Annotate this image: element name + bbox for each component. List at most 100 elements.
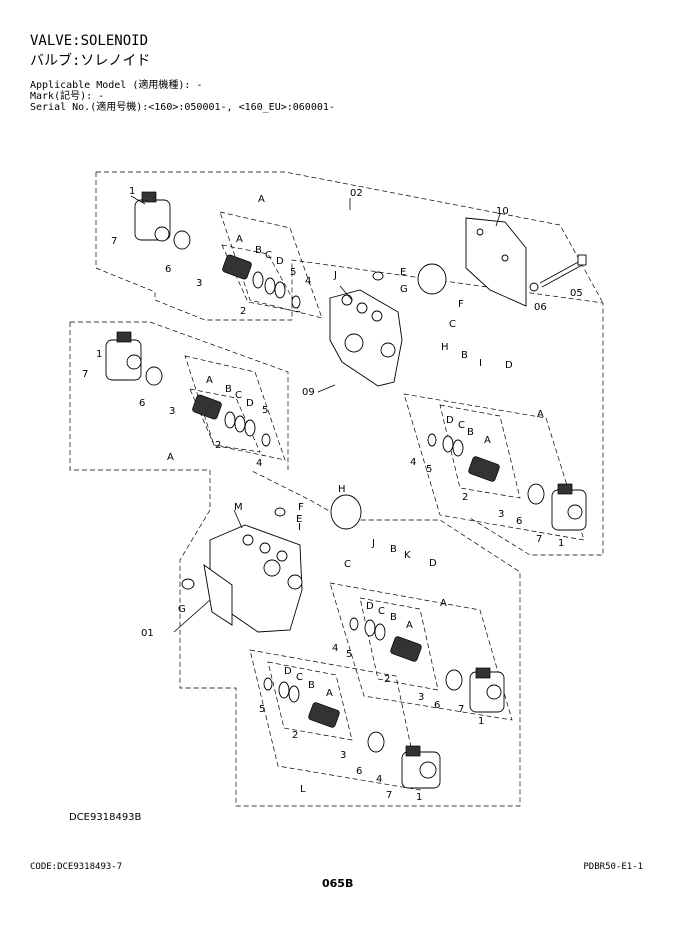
label-4: 4 (376, 774, 382, 785)
label-09: 09 (302, 387, 315, 398)
doc-reference: PDBR50-E1-1 (583, 862, 643, 872)
label-5: 5 (426, 464, 432, 475)
valve-body-m (203, 524, 303, 633)
drawing-reference: DCE9318493B (69, 812, 142, 823)
label-a: A (484, 435, 491, 446)
bolt-05 (529, 254, 587, 292)
label-3: 3 (498, 509, 504, 520)
label-d: D (246, 398, 254, 409)
label-d: D (284, 666, 292, 677)
applicable-model: Applicable Model (適用機種): - (30, 80, 203, 91)
label-01: 01 (141, 628, 154, 639)
label-3: 3 (169, 406, 175, 417)
label-5: 5 (259, 704, 265, 715)
label-c: C (378, 606, 385, 617)
label-m: M (234, 502, 243, 513)
label-c: C (344, 559, 351, 570)
page-title-ja: バルブ:ソレノイド (30, 53, 151, 69)
label-7: 7 (82, 369, 88, 380)
label-7: 7 (536, 534, 542, 545)
page-title: VALVE:SOLENOID (30, 33, 149, 49)
leader-lines (130, 195, 501, 633)
label-2: 2 (384, 674, 390, 685)
footer-code: CODE:DCE9318493-7 (30, 862, 123, 872)
label-4: 4 (256, 458, 262, 469)
label-b: B (461, 350, 468, 361)
label-05: 05 (570, 288, 583, 299)
label-b: B (467, 427, 474, 438)
label-b: B (255, 245, 262, 256)
label-2: 2 (462, 492, 468, 503)
label-3: 3 (418, 692, 424, 703)
label-d: D (505, 360, 513, 371)
serial-info: Serial No.(適用号機):<160>:050001-, <160_EU>… (30, 102, 335, 113)
label-3: 3 (196, 278, 202, 289)
label-4: 4 (332, 643, 338, 654)
label-g: G (178, 604, 186, 615)
label-i: I (298, 522, 301, 533)
label-5: 5 (346, 649, 352, 660)
label-a: A (258, 194, 265, 205)
mark-info: Mark(記号): - (30, 91, 105, 102)
label-1: 1 (96, 349, 102, 360)
label-b: B (390, 612, 397, 623)
label-k: K (404, 550, 411, 561)
spool-items (192, 254, 500, 728)
label-6: 6 (356, 766, 362, 777)
label-b: B (390, 544, 397, 555)
label-b: B (225, 384, 232, 395)
o-rings (145, 230, 545, 753)
page-number: 065B (322, 877, 354, 890)
item-2-box-1 (221, 244, 301, 313)
label-f: F (458, 299, 464, 310)
label-a: A (406, 620, 413, 631)
label-a: A (167, 452, 174, 463)
label-a: A (537, 409, 544, 420)
label-2: 2 (215, 440, 221, 451)
label-6: 6 (165, 264, 171, 275)
label-e: E (400, 267, 406, 278)
subassy-a-4 (329, 582, 513, 721)
label-a: A (236, 234, 243, 245)
label-d: D (366, 601, 374, 612)
label-a: A (206, 375, 213, 386)
plate-10 (465, 217, 527, 307)
label-5: 5 (290, 267, 296, 278)
label-d: D (429, 558, 437, 569)
label-g: G (400, 284, 408, 295)
label-1: 1 (478, 716, 484, 727)
label-i: I (479, 358, 482, 369)
solenoid-coil-upper-left (134, 191, 171, 242)
label-06: 06 (534, 302, 547, 313)
item-2-box-3 (439, 404, 521, 499)
label-c: C (296, 672, 303, 683)
label-f: F (298, 502, 304, 513)
label-1: 1 (416, 792, 422, 803)
solenoid-coil-mid-left (105, 331, 142, 381)
label-1: 1 (129, 186, 135, 197)
label-l: L (300, 784, 306, 795)
subassy-a-3 (403, 393, 585, 541)
label-2: 2 (292, 730, 298, 741)
label-c: C (265, 250, 272, 261)
label-02: 02 (350, 188, 363, 199)
part-labels: 1 7 6 3 2 A A B C D 5 4 02 10 05 06 J E … (82, 186, 583, 803)
label-6: 6 (516, 516, 522, 527)
item-2-box-2 (189, 388, 261, 453)
label-j: J (333, 270, 337, 281)
label-2: 2 (240, 306, 246, 317)
group-01-outline (69, 322, 521, 807)
solenoid-coil-right (551, 483, 587, 531)
label-c: C (235, 390, 242, 401)
label-5: 5 (262, 405, 268, 416)
label-10: 10 (496, 206, 509, 217)
label-h: H (441, 342, 449, 353)
label-7: 7 (458, 704, 464, 715)
label-e: E (296, 514, 302, 525)
label-1: 1 (558, 538, 564, 549)
item-2-box-5 (267, 661, 353, 741)
label-c: C (449, 319, 456, 330)
group-02-outline (95, 172, 604, 556)
label-b: B (308, 680, 315, 691)
